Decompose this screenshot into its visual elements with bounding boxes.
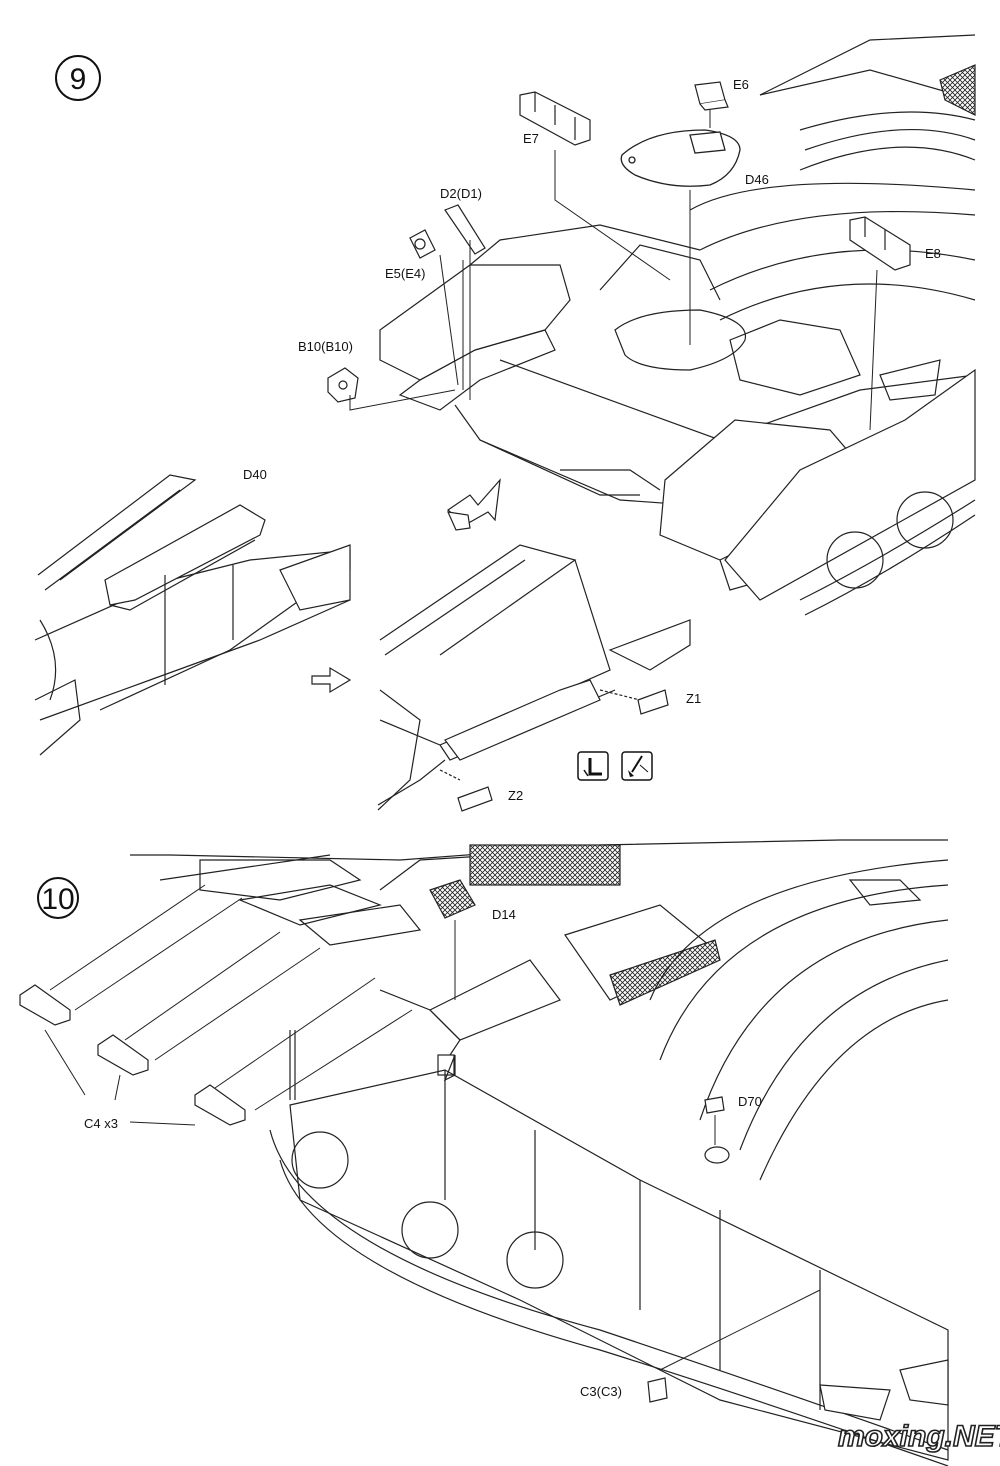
subview-d40-before (34, 474, 351, 756)
part-d70 (704, 1096, 725, 1114)
hull-deck-drawing (379, 34, 976, 616)
view-arrow-icon (447, 478, 501, 531)
label-z2: Z2 (508, 788, 523, 803)
part-e5 (409, 229, 436, 259)
glue-icon (577, 751, 609, 781)
part-z1 (637, 689, 669, 715)
label-e8: E8 (925, 246, 941, 261)
label-b10: B10(B10) (298, 339, 353, 354)
step-10: 10 (19, 839, 949, 1466)
hull-side-drawing (130, 839, 949, 1466)
step-9-leader-lines (349, 110, 878, 431)
part-e6 (694, 81, 729, 111)
step-10-leader-lines (44, 884, 821, 1371)
step-10-circle (37, 877, 79, 919)
label-e7: E7 (523, 131, 539, 146)
watermark: moxing.NET (838, 1420, 1000, 1453)
label-e5: E5(E4) (385, 266, 425, 281)
part-e7 (519, 91, 591, 146)
label-d70: D70 (738, 1094, 762, 1109)
label-e6: E6 (733, 77, 749, 92)
label-d2: D2(D1) (440, 186, 482, 201)
part-d14 (429, 879, 476, 919)
part-d2 (444, 204, 486, 255)
part-e8 (849, 216, 911, 271)
label-c3: C3(C3) (580, 1384, 622, 1399)
part-c3 (647, 1377, 668, 1403)
label-z1: Z1 (686, 691, 701, 706)
label-c4: C4 x3 (84, 1116, 118, 1131)
part-z2 (457, 786, 493, 812)
step-9-circle (55, 55, 101, 101)
step-9-number: 9 (70, 63, 87, 96)
transition-arrow-icon (311, 666, 352, 694)
label-d46: D46 (745, 172, 769, 187)
subview-d40-after (377, 544, 691, 811)
part-b10 (327, 367, 359, 403)
label-d14: D14 (492, 907, 516, 922)
paint-brush-icon (621, 751, 653, 781)
part-d46 (620, 129, 741, 187)
step-9: 9 (34, 34, 976, 812)
part-c4-group (19, 984, 246, 1126)
step-10-number: 10 (41, 883, 74, 916)
label-d40: D40 (243, 467, 267, 482)
